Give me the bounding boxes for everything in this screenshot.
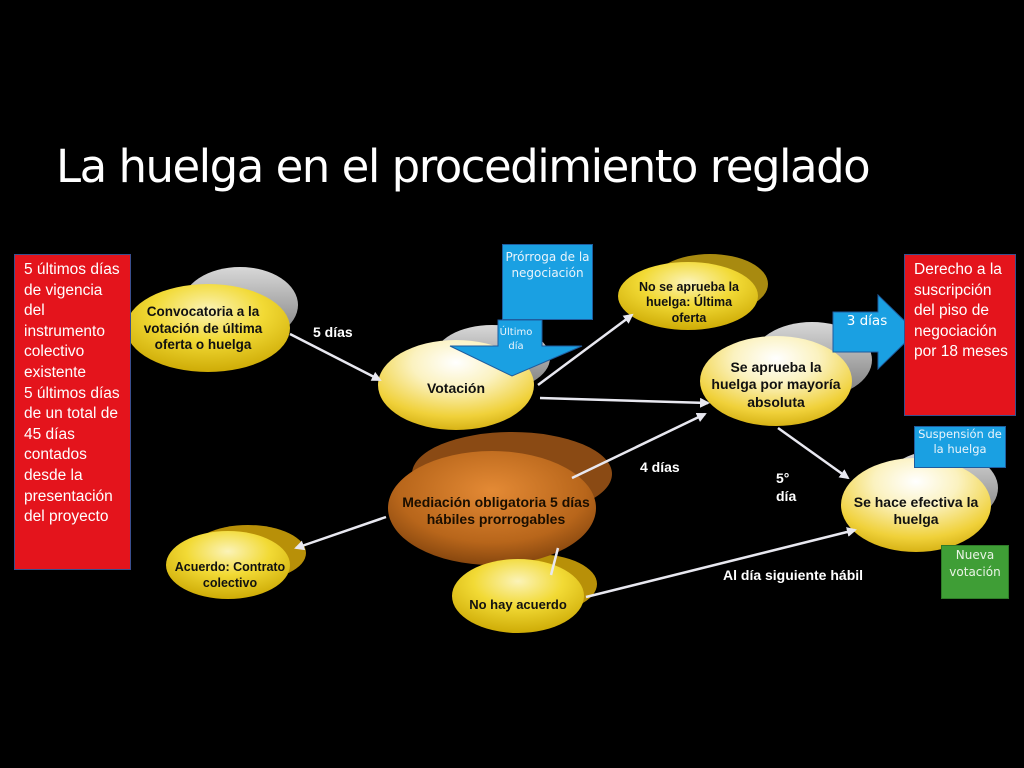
suspension-box: Suspensión de la huelga — [914, 426, 1006, 468]
se-aprueba-node-shape — [700, 336, 852, 426]
arrow-votacion-no-aprueba — [537, 313, 634, 387]
efectiva-node: Se hace efectiva la huelga — [853, 493, 979, 528]
tres-dias-arrow: 3 días — [832, 293, 917, 371]
edge-label-cinco-dias: 5 días — [313, 324, 353, 340]
votacion-node: Votación — [426, 380, 486, 397]
edge-label-dia-siguiente: Al día siguiente hábil — [723, 567, 864, 583]
mediacion-node: Mediación obligatoria 5 días hábiles pro… — [402, 493, 590, 528]
nueva-votacion-box: Nueva votación — [941, 545, 1009, 599]
tres-dias-label: 3 días — [846, 313, 888, 329]
no-aprueba-node: No se aprueba la huelga: Última oferta — [638, 279, 740, 325]
line-mediacion-no-acuerdo — [549, 547, 560, 576]
prorroga-box: Prórroga de la negociación — [502, 244, 593, 320]
no-acuerdo-node-shape — [452, 559, 584, 633]
arrow-mediacion-acuerdo — [294, 515, 387, 551]
ultimo-dia-arrow-shape — [449, 319, 583, 377]
derecho-box: Derecho a la suscripción del piso de neg… — [904, 254, 1016, 416]
plazos-box: 5 últimos días de vigencia del instrumen… — [14, 254, 131, 570]
acuerdo-node-shape — [166, 531, 290, 599]
convocatoria-node-shape — [126, 284, 290, 372]
efectiva-node-shape — [841, 458, 991, 552]
edge-label-cuatro-dias: 4 días — [640, 459, 680, 475]
no-aprueba-node-shape — [618, 262, 758, 330]
arrow-se-aprueba-efectiva — [777, 426, 850, 480]
se-aprueba-node: Se aprueba la huelga por mayoría absolut… — [711, 358, 841, 410]
acuerdo-node: Acuerdo: Contrato colectivo — [174, 560, 286, 590]
arrow-mediacion-se-aprueba — [571, 412, 707, 480]
arrow-no-acuerdo-efectiva — [585, 527, 857, 599]
no-acuerdo-node: No hay acuerdo — [469, 596, 567, 612]
slide-title: La huelga en el procedimiento reglado — [56, 140, 871, 193]
arrow-votacion-se-aprueba — [539, 396, 710, 408]
arrow-convocatoria-votacion — [289, 332, 382, 382]
convocatoria-node: Convocatoria a la votación de última ofe… — [143, 303, 263, 353]
edge-label-quinto-dia: 5° día — [776, 470, 797, 504]
mediacion-node-shape — [388, 451, 596, 565]
ultimo-dia-label: Último día — [499, 327, 533, 352]
